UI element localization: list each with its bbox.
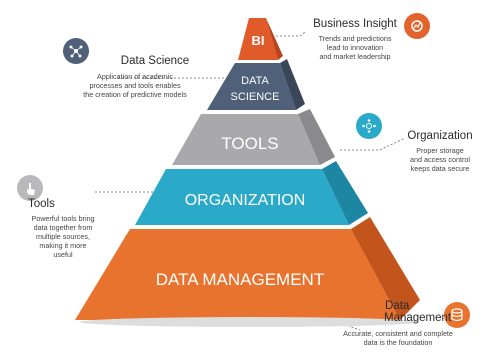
tools-desc-4: making it more	[39, 241, 87, 250]
organization-desc-1: Proper storage	[416, 146, 464, 155]
business-insight-annotation: Business Insight Trends and predictions …	[300, 18, 410, 61]
data-management-desc-2: data is the foundation	[363, 338, 433, 347]
layer-organization-label: ORGANIZATION	[185, 192, 306, 209]
data-management-annotation: Data Management Accurate, consistent and…	[338, 300, 458, 347]
business-insight-title: Business Insight	[313, 18, 397, 30]
tools-desc-3: multiple sources,	[36, 232, 90, 241]
data-management-title-1: Data	[385, 300, 410, 312]
layer-tools-label: TOOLS	[221, 134, 278, 153]
data-science-desc-3: the creation of predictive models	[83, 90, 187, 99]
data-management-title-2: Management	[384, 312, 452, 324]
data-science-annotation: Data Science Application of academic pro…	[60, 55, 210, 99]
layer-bi: BI	[238, 18, 283, 60]
tools-desc-2: data together from	[33, 223, 93, 232]
business-insight-desc-1: Trends and predictions	[318, 34, 392, 43]
chart-gear-icon	[404, 13, 430, 39]
organization-desc-2: and access control	[410, 155, 470, 164]
database-icon	[444, 302, 470, 328]
tools-title: Tools	[28, 198, 55, 210]
layer-data-science-label-1: DATA	[241, 75, 269, 87]
layer-organization: ORGANIZATION	[135, 161, 368, 225]
business-insight-desc-2: lead to innovation	[326, 43, 384, 52]
organization-desc-3: keeps data secure	[410, 164, 470, 173]
connected-nodes-icon	[356, 113, 382, 139]
organization-title: Organization	[407, 130, 473, 142]
network-nodes-icon	[63, 38, 89, 64]
tools-desc-5: useful	[53, 250, 73, 259]
data-management-desc-1: Accurate, consistent and complete	[343, 329, 453, 338]
layer-bi-label: BI	[252, 33, 265, 48]
pyramid-shadow	[80, 317, 420, 327]
layer-tools: TOOLS	[172, 109, 335, 165]
business-insight-desc-3: and market leadership	[319, 52, 391, 61]
organization-annotation: Organization Proper storage and access c…	[390, 130, 490, 173]
tools-desc-1: Powerful tools bring	[31, 214, 95, 223]
layer-data-management-label: DATA MANAGEMENT	[156, 270, 324, 289]
data-science-desc-2: processes and tools enables	[89, 81, 181, 90]
layer-data-management: DATA MANAGEMENT	[75, 217, 420, 320]
data-science-title: Data Science	[120, 55, 190, 67]
touch-hand-icon	[17, 175, 43, 201]
layer-data-science: DATA SCIENCE	[207, 59, 305, 110]
tools-annotation: Tools Powerful tools bring data together…	[18, 198, 108, 259]
data-science-desc-1: Application of academic	[97, 72, 173, 81]
layer-data-science-label-2: SCIENCE	[231, 91, 280, 103]
